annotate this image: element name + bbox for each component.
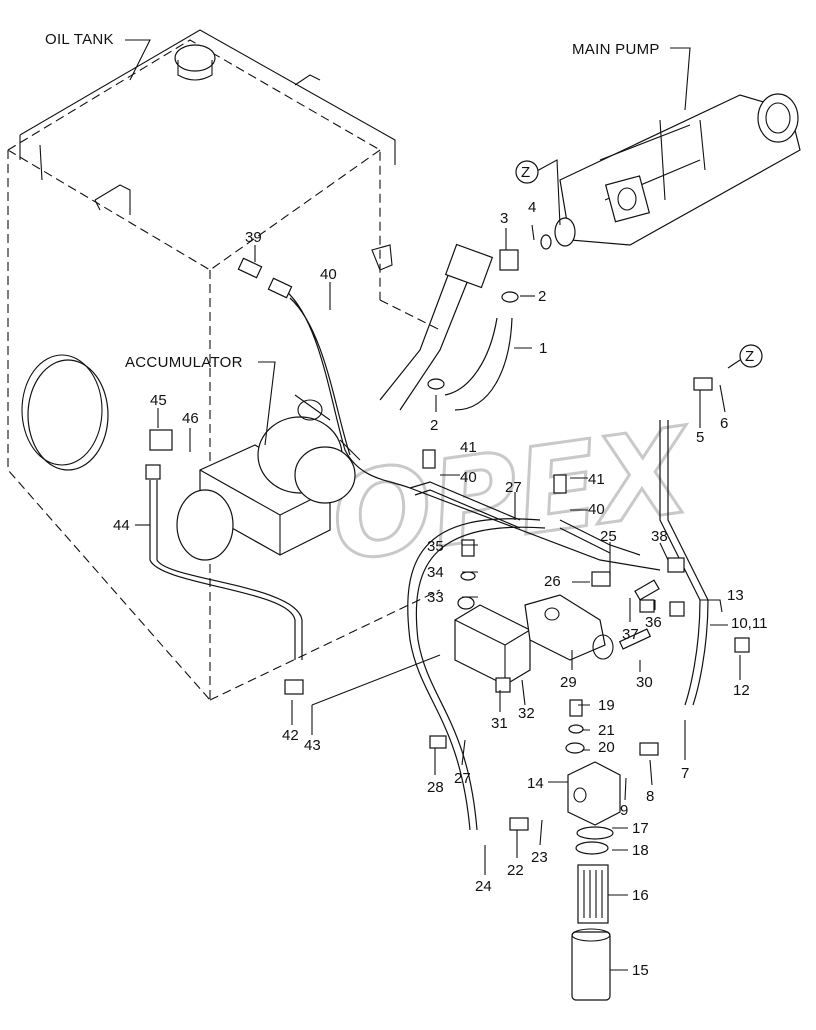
callout: 3 bbox=[500, 210, 508, 227]
callout: 40 bbox=[320, 266, 337, 283]
caption-main-pump: MAIN PUMP bbox=[572, 41, 660, 58]
callout: 27 bbox=[505, 479, 522, 496]
suction-pipe bbox=[379, 269, 471, 411]
fittings bbox=[145, 234, 750, 831]
callout: 43 bbox=[304, 737, 321, 754]
callout: 10,11 bbox=[731, 615, 767, 632]
z-marker-right: Z bbox=[739, 344, 763, 368]
z-marker-top: Z bbox=[515, 160, 539, 184]
callout: 33 bbox=[427, 589, 444, 606]
callout: 40 bbox=[460, 469, 477, 486]
callout: 29 bbox=[560, 674, 577, 691]
callout: 6 bbox=[720, 415, 728, 432]
hose-44 bbox=[149, 480, 303, 660]
callout: 32 bbox=[518, 705, 535, 722]
callout: 45 bbox=[150, 392, 167, 409]
valve-block bbox=[454, 579, 660, 686]
callout: 44 bbox=[113, 517, 130, 534]
accumulator-assembly bbox=[176, 394, 361, 561]
callout: 31 bbox=[491, 715, 508, 732]
callout: 24 bbox=[475, 878, 492, 895]
suction-hose-1 bbox=[444, 317, 513, 411]
callout: 42 bbox=[282, 727, 299, 744]
callout: 15 bbox=[632, 962, 649, 979]
callout: 9 bbox=[620, 802, 628, 819]
callout: 4 bbox=[528, 199, 536, 216]
callout: 26 bbox=[544, 573, 561, 590]
z-label-right: Z bbox=[745, 348, 754, 365]
hose-24 bbox=[407, 518, 546, 831]
callout: 40 bbox=[588, 501, 605, 518]
callout: 46 bbox=[182, 410, 199, 427]
callout: 12 bbox=[733, 682, 750, 699]
callout: 13 bbox=[727, 587, 744, 604]
callout: 1 bbox=[539, 340, 547, 357]
tank-cover bbox=[27, 359, 109, 471]
callout: 36 bbox=[645, 614, 662, 631]
callout: 41 bbox=[588, 471, 605, 488]
leader-lines bbox=[125, 39, 741, 971]
callout: 30 bbox=[636, 674, 653, 691]
callout: 21 bbox=[598, 722, 615, 739]
callout: 17 bbox=[632, 820, 649, 837]
callout: 16 bbox=[632, 887, 649, 904]
callout: 8 bbox=[646, 788, 654, 805]
callout: 22 bbox=[507, 862, 524, 879]
callout: 28 bbox=[427, 779, 444, 796]
caption-oil-tank: OIL TANK bbox=[45, 31, 114, 48]
callout: 2 bbox=[538, 288, 546, 305]
callout: 39 bbox=[245, 229, 262, 246]
callout: 25 bbox=[600, 528, 617, 545]
main-pump bbox=[554, 93, 801, 247]
caption-accumulator: ACCUMULATOR bbox=[125, 354, 243, 371]
callout: 38 bbox=[651, 528, 668, 545]
hoses bbox=[149, 269, 709, 831]
callout: 27 bbox=[454, 770, 471, 787]
callout: 18 bbox=[632, 842, 649, 859]
callout: 20 bbox=[598, 739, 615, 756]
filter-assembly bbox=[565, 742, 621, 1001]
tank-cap bbox=[174, 44, 216, 72]
callout: 23 bbox=[531, 849, 548, 866]
callout-numbers: 1 2 2 3 4 5 6 7 8 9 10,11 12 13 14 15 16… bbox=[113, 199, 767, 979]
callout: 37 bbox=[622, 626, 639, 643]
z-label-top: Z bbox=[521, 164, 530, 181]
callout: 2 bbox=[430, 417, 438, 434]
callout: 35 bbox=[427, 538, 444, 555]
callout: 7 bbox=[681, 765, 689, 782]
callout: 14 bbox=[527, 775, 544, 792]
callout: 5 bbox=[696, 429, 704, 446]
callout: 34 bbox=[427, 564, 444, 581]
callout: 41 bbox=[460, 439, 477, 456]
callout: 19 bbox=[598, 697, 615, 714]
